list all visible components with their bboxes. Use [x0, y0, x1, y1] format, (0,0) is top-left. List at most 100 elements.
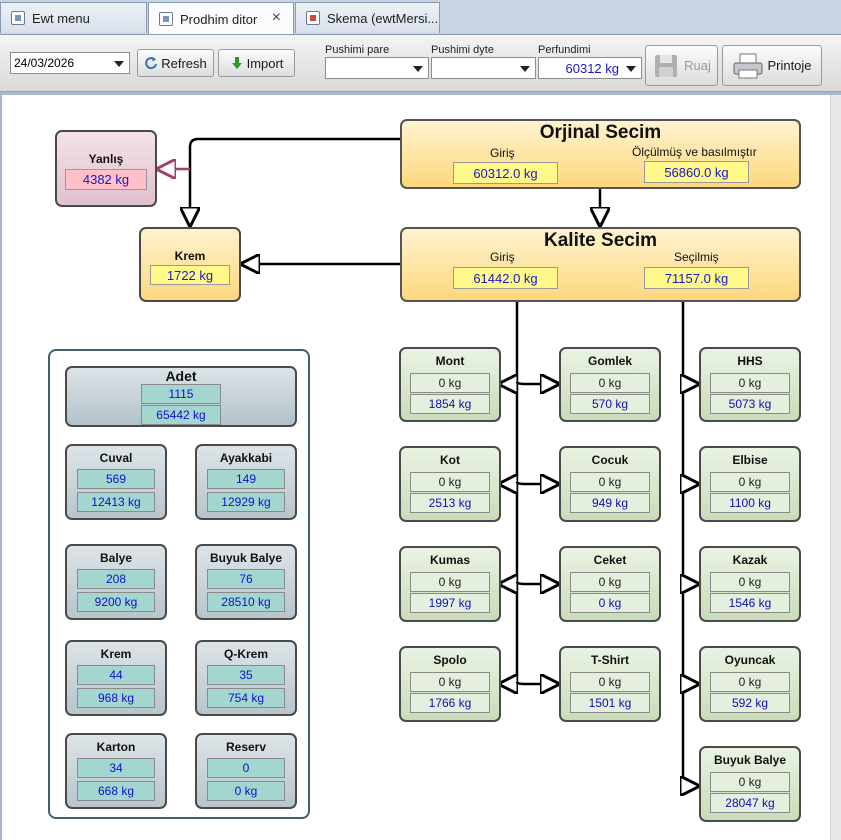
date-picker[interactable]: 24/03/2026 — [10, 52, 130, 74]
pushimi-dyte-label: Pushimi dyte — [431, 44, 494, 56]
category-title: Oyuncak — [724, 653, 776, 667]
category-t-shirt[interactable]: T-Shirt 0 kg 1501 kg — [559, 646, 661, 722]
yanlis-node[interactable]: Yanlış 4382 kg — [55, 130, 157, 207]
category-title: Gomlek — [587, 354, 632, 368]
category-value-2: 949 kg — [570, 493, 650, 513]
floppy-disk-icon — [655, 54, 678, 77]
adet-node[interactable]: Adet 1115 65442 kg — [65, 366, 297, 427]
stat-count: 0 — [207, 758, 285, 778]
stat-title: Q-Krem — [223, 647, 268, 661]
tab-skema[interactable]: Skema (ewtMersi... — [295, 2, 440, 33]
stat-cuval[interactable]: Cuval 569 12413 kg — [65, 444, 167, 520]
stat-weight: 968 kg — [77, 688, 155, 708]
kalite-giris-value: 61442.0 kg — [453, 267, 558, 289]
category-hhs[interactable]: HHS 0 kg 5073 kg — [699, 347, 801, 422]
krem-node[interactable]: Krem 1722 kg — [139, 227, 241, 302]
stat-q-krem[interactable]: Q-Krem 35 754 kg — [195, 640, 297, 716]
tab-ewt-menu[interactable]: Ewt menu — [0, 2, 147, 33]
category-title: Kumas — [429, 553, 470, 567]
printer-icon — [733, 53, 763, 78]
import-label: Import — [246, 55, 284, 71]
stat-karton[interactable]: Karton 34 668 kg — [65, 733, 167, 809]
category-value-1: 0 kg — [710, 472, 790, 492]
stat-buyuk-balye[interactable]: Buyuk Balye 76 28510 kg — [195, 544, 297, 620]
refresh-label: Refresh — [161, 55, 207, 71]
stat-reserv[interactable]: Reserv 0 0 kg — [195, 733, 297, 809]
stat-balye[interactable]: Balye 208 9200 kg — [65, 544, 167, 620]
tab-label: Skema (ewtMersi... — [327, 10, 439, 26]
category-value-2: 1100 kg — [710, 493, 790, 513]
vertical-scrollbar[interactable] — [830, 95, 841, 840]
import-button[interactable]: Import — [218, 49, 295, 77]
category-mont[interactable]: Mont 0 kg 1854 kg — [399, 347, 501, 422]
category-elbise[interactable]: Elbise 0 kg 1100 kg — [699, 446, 801, 522]
adet-title: Adet — [165, 368, 197, 384]
stat-count: 569 — [77, 469, 155, 489]
category-buyuk-balye[interactable]: Buyuk Balye 0 kg 28047 kg — [699, 746, 801, 822]
menu-icon — [11, 11, 25, 25]
refresh-button[interactable]: Refresh — [137, 49, 214, 77]
stat-title: Krem — [100, 647, 132, 661]
category-kazak[interactable]: Kazak 0 kg 1546 kg — [699, 546, 801, 622]
yanlis-value: 4382 kg — [65, 169, 147, 190]
category-value-1: 0 kg — [410, 373, 490, 393]
dropdown-arrow-icon[interactable] — [626, 66, 636, 72]
stat-count: 208 — [77, 569, 155, 589]
krem-value: 1722 kg — [150, 265, 230, 285]
dropdown-arrow-icon[interactable] — [114, 61, 124, 67]
close-icon[interactable]: × — [271, 9, 281, 26]
dropdown-arrow-icon[interactable] — [520, 66, 530, 72]
category-value-1: 0 kg — [710, 572, 790, 592]
print-button[interactable]: Printoje — [722, 45, 822, 86]
category-title: Kot — [440, 453, 460, 467]
category-value-2: 1546 kg — [710, 593, 790, 613]
stat-weight: 754 kg — [207, 688, 285, 708]
category-kumas[interactable]: Kumas 0 kg 1997 kg — [399, 546, 501, 622]
category-value-2: 1766 kg — [410, 693, 490, 713]
category-spolo[interactable]: Spolo 0 kg 1766 kg — [399, 646, 501, 722]
category-gomlek[interactable]: Gomlek 0 kg 570 kg — [559, 347, 661, 422]
tab-label: Prodhim ditor — [180, 11, 258, 27]
category-ceket[interactable]: Ceket 0 kg 0 kg — [559, 546, 661, 622]
tab-prodhim-ditor[interactable]: Prodhim ditor × — [148, 2, 294, 35]
stat-weight: 12929 kg — [207, 492, 285, 512]
adet-count: 1115 — [141, 384, 221, 404]
orjinal-title: Orjinal Secim — [539, 122, 662, 143]
perfundimi-label: Perfundimi — [538, 44, 591, 56]
orjinal-secim-node[interactable]: Orjinal Secim Giriş Ölçülmüş ve basılmış… — [400, 119, 801, 189]
stat-title: Karton — [96, 740, 136, 754]
tab-bar: Ewt menu Prodhim ditor × Skema (ewtMersi… — [0, 0, 841, 35]
dropdown-arrow-icon[interactable] — [413, 66, 423, 72]
stat-count: 34 — [77, 758, 155, 778]
perfundimi-select[interactable]: 60312 kg — [538, 57, 642, 79]
pushimi-dyte-select[interactable] — [431, 57, 536, 79]
stat-ayakkabi[interactable]: Ayakkabi 149 12929 kg — [195, 444, 297, 520]
stat-title: Balye — [99, 551, 133, 565]
stat-weight: 28510 kg — [207, 592, 285, 612]
refresh-icon — [145, 57, 158, 70]
kalite-secilmis-value: 71157.0 kg — [644, 267, 749, 289]
stat-title: Cuval — [99, 451, 133, 465]
orjinal-giris-label: Giriş — [490, 146, 515, 160]
category-value-2: 28047 kg — [710, 793, 790, 813]
category-value-1: 0 kg — [570, 572, 650, 592]
yanlis-title: Yanlış — [88, 152, 124, 166]
print-label: Printoje — [767, 58, 812, 73]
stat-count: 35 — [207, 665, 285, 685]
pushimi-pare-select[interactable] — [325, 57, 429, 79]
kalite-giris-label: Giriş — [490, 250, 515, 264]
stat-count: 76 — [207, 569, 285, 589]
kalite-secim-node[interactable]: Kalite Secim Giriş Seçilmiş 61442.0 kg 7… — [400, 227, 801, 302]
category-value-1: 0 kg — [710, 672, 790, 692]
category-cocuk[interactable]: Cocuk 0 kg 949 kg — [559, 446, 661, 522]
category-oyuncak[interactable]: Oyuncak 0 kg 592 kg — [699, 646, 801, 722]
date-value: 24/03/2026 — [14, 56, 75, 70]
stat-krem[interactable]: Krem 44 968 kg — [65, 640, 167, 716]
category-kot[interactable]: Kot 0 kg 2513 kg — [399, 446, 501, 522]
category-value-1: 0 kg — [710, 772, 790, 792]
category-title: Elbise — [732, 453, 768, 467]
save-button[interactable]: Ruaj — [645, 45, 718, 86]
category-value-1: 0 kg — [570, 672, 650, 692]
stat-weight: 0 kg — [207, 781, 285, 801]
